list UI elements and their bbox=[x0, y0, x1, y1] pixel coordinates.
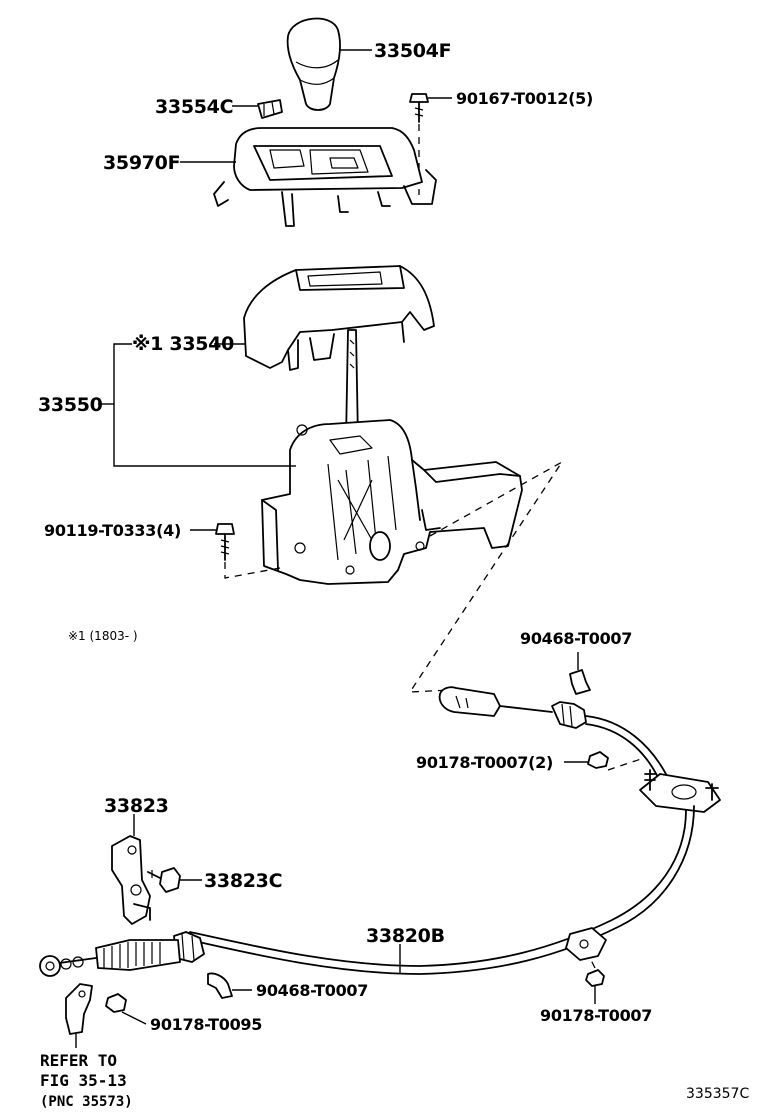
label-35970F: 35970F bbox=[103, 152, 180, 174]
refer-line-2: FIG 35-13 bbox=[40, 1071, 127, 1090]
figure-id: 335357C bbox=[686, 1086, 749, 1102]
label-33823: 33823 bbox=[104, 795, 169, 817]
label-33554C: 33554C bbox=[155, 96, 233, 118]
dash-90119 bbox=[224, 562, 281, 579]
label-90178-lower: 90178-T0007 bbox=[540, 1006, 652, 1025]
screw-90167 bbox=[409, 93, 429, 123]
shift-cover bbox=[243, 265, 435, 371]
clip-90468-upper bbox=[569, 669, 591, 695]
clip-33554c bbox=[257, 99, 283, 119]
bolt-33823c bbox=[147, 867, 181, 893]
refer-line-3: (PNC 35573) bbox=[40, 1094, 133, 1110]
dash-90178b bbox=[589, 957, 596, 969]
clamp-left bbox=[65, 983, 93, 1035]
shift-knob bbox=[286, 17, 341, 111]
nut-90178-lower bbox=[585, 969, 605, 987]
label-90468-lower: 90468-T0007 bbox=[256, 981, 368, 1000]
shift-lever-assembly bbox=[261, 329, 523, 585]
bracket-33823 bbox=[111, 835, 151, 925]
label-90468-upper: 90468-T0007 bbox=[520, 629, 632, 648]
leader-90178c bbox=[121, 1011, 147, 1025]
dash-90178a bbox=[607, 757, 645, 771]
label-33540: ※1 33540 bbox=[132, 333, 234, 355]
label-90178-t0095: 90178-T0095 bbox=[150, 1015, 262, 1034]
bracket-33550 bbox=[113, 343, 290, 467]
transmission-cable bbox=[39, 686, 721, 977]
nut-90178-t0095 bbox=[105, 993, 127, 1013]
label-33550: 33550 bbox=[38, 394, 103, 416]
clip-90468-lower bbox=[207, 972, 233, 999]
note-1: ※1 (1803- ) bbox=[68, 629, 138, 643]
label-33820B: 33820B bbox=[366, 925, 445, 947]
nut-90178-upper bbox=[587, 751, 609, 769]
label-33504F: 33504F bbox=[374, 40, 451, 62]
dash-cable-to-lever bbox=[408, 461, 563, 693]
label-90119: 90119-T0333(4) bbox=[44, 521, 181, 540]
label-90167: 90167-T0012(5) bbox=[456, 89, 593, 108]
console-panel bbox=[213, 127, 437, 227]
label-90178-upper: 90178-T0007(2) bbox=[416, 753, 553, 772]
label-33823C: 33823C bbox=[204, 870, 282, 892]
bolt-90119 bbox=[215, 523, 235, 561]
refer-line-1: REFER TO bbox=[40, 1051, 117, 1070]
